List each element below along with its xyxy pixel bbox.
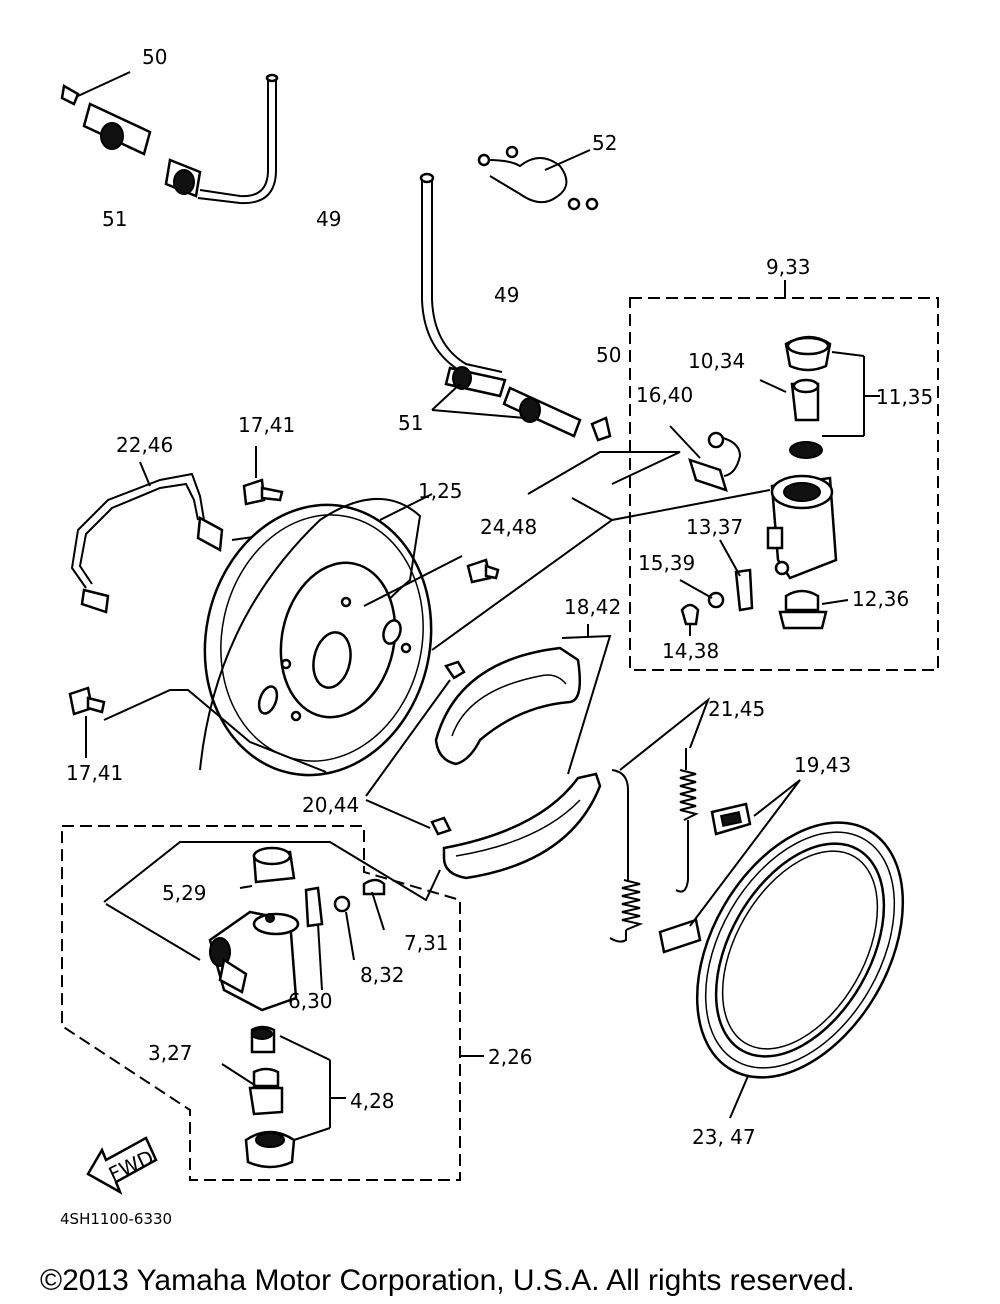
brake-shoes bbox=[365, 624, 612, 880]
label-5-29: 5,29 bbox=[162, 881, 207, 905]
label-14-38: 14,38 bbox=[662, 639, 719, 663]
label-16-40: 16,40 bbox=[636, 383, 693, 407]
wheel-cylinder-kit-box-lower bbox=[61, 825, 461, 1181]
label-1-25: 1,25 bbox=[418, 479, 463, 503]
label-52: 52 bbox=[592, 131, 617, 155]
gasket-52 bbox=[477, 145, 599, 211]
wheel-cylinder-left bbox=[103, 841, 441, 1169]
springs bbox=[609, 696, 711, 943]
label-19-43: 19,43 bbox=[794, 753, 851, 777]
label-3-27: 3,27 bbox=[148, 1041, 193, 1065]
label-49-top: 49 bbox=[316, 207, 341, 231]
label-49-mid: 49 bbox=[494, 283, 519, 307]
backing-plate bbox=[199, 493, 433, 777]
diagram-code: 4SH1100-6330 bbox=[60, 1210, 172, 1228]
label-13-37: 13,37 bbox=[686, 515, 743, 539]
label-12-36: 12,36 bbox=[852, 587, 909, 611]
label-51-top: 51 bbox=[102, 207, 127, 231]
label-21-45: 21,45 bbox=[708, 697, 765, 721]
label-2-26: 2,26 bbox=[488, 1045, 533, 1069]
clips bbox=[658, 779, 801, 954]
fwd-arrow-icon: FWD bbox=[86, 1136, 158, 1195]
label-23-47: 23, 47 bbox=[692, 1125, 756, 1149]
label-15-39: 15,39 bbox=[638, 551, 695, 575]
brake-drum bbox=[695, 821, 905, 1119]
label-11-35: 11,35 bbox=[876, 385, 933, 409]
label-10-34: 10,34 bbox=[688, 349, 745, 373]
wheel-cylinder-right bbox=[669, 335, 880, 636]
label-50-mid: 50 bbox=[596, 343, 621, 367]
label-4-28: 4,28 bbox=[350, 1089, 395, 1113]
label-17-41-bottom: 17,41 bbox=[66, 761, 123, 785]
breather-hose-assembly-middle bbox=[419, 172, 612, 442]
label-22-46: 22,46 bbox=[116, 433, 173, 457]
brake-hose bbox=[70, 461, 224, 614]
label-51-mid: 51 bbox=[398, 411, 423, 435]
label-24-48: 24,48 bbox=[480, 515, 537, 539]
copyright-text: ©2013 Yamaha Motor Corporation, U.S.A. A… bbox=[40, 1264, 855, 1297]
bolt-24-48 bbox=[363, 555, 500, 607]
breather-hose-assembly-top bbox=[60, 71, 279, 205]
bolt-17-41-bottom bbox=[68, 686, 327, 773]
label-20-44: 20,44 bbox=[302, 793, 359, 817]
label-7-31: 7,31 bbox=[404, 931, 449, 955]
callout-labels: 50 51 49 52 49 51 50 9,33 10,34 11,35 16… bbox=[66, 45, 933, 1149]
label-18-42: 18,42 bbox=[564, 595, 621, 619]
label-8-32: 8,32 bbox=[360, 963, 405, 987]
label-50-top: 50 bbox=[142, 45, 167, 69]
label-6-30: 6,30 bbox=[288, 989, 333, 1013]
label-17-41-top: 17,41 bbox=[238, 413, 295, 437]
label-9-33: 9,33 bbox=[766, 255, 811, 279]
